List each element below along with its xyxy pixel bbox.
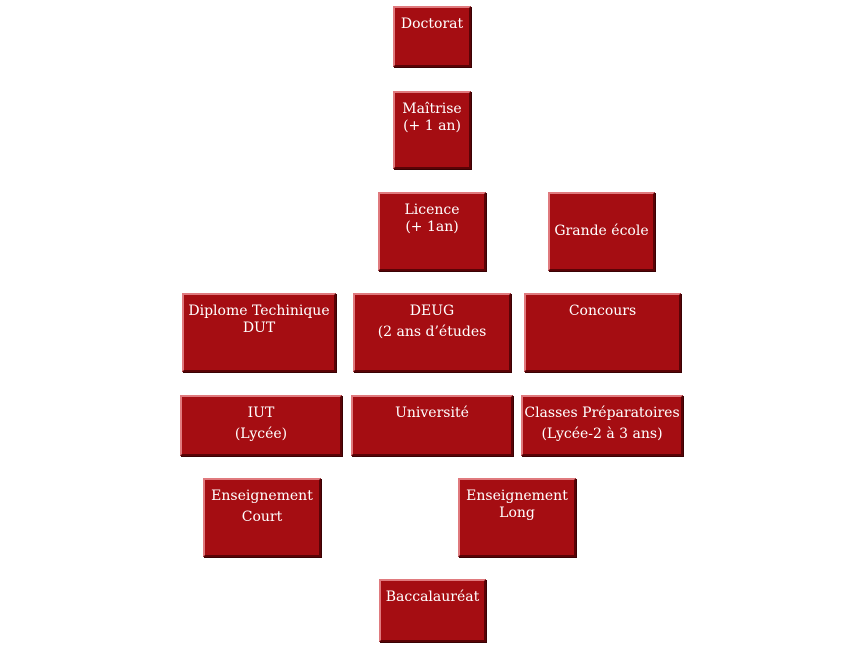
- node-iut-label: IUT: [247, 405, 275, 421]
- node-maitrise: Maîtrise (+ 1 an): [393, 91, 471, 169]
- node-deug-duration: (2 ans d’études: [377, 324, 487, 340]
- node-maitrise-duration: (+ 1 an): [403, 118, 461, 134]
- node-baccalaureat-label: Baccalauréat: [385, 589, 480, 605]
- node-deug-label: DEUG: [409, 303, 455, 319]
- node-dut-acronym: DUT: [242, 320, 276, 336]
- node-doctorat-label: Doctorat: [400, 16, 464, 32]
- node-grande-ecole-label: Grande école: [554, 223, 649, 239]
- node-dut-label: Diplome Techinique: [188, 303, 330, 319]
- node-classes-preparatoires-duration: (Lycée-2 à 3 ans): [541, 426, 663, 442]
- node-classes-preparatoires: Classes Préparatoires (Lycée-2 à 3 ans): [521, 395, 683, 456]
- node-licence-label: Licence: [404, 202, 460, 218]
- node-enseignement-long-label: Enseignement: [466, 488, 568, 504]
- node-doctorat: Doctorat: [393, 6, 471, 67]
- node-universite: Université: [351, 395, 513, 456]
- node-enseignement-long: Enseignement Long: [458, 478, 576, 557]
- node-enseignement-court-label: Enseignement: [211, 488, 313, 504]
- node-maitrise-label: Maîtrise: [402, 101, 462, 117]
- node-enseignement-court-type: Court: [241, 509, 283, 525]
- node-concours-label: Concours: [568, 303, 637, 319]
- node-concours: Concours: [524, 293, 681, 372]
- node-licence-duration: (+ 1an): [405, 219, 459, 235]
- node-baccalaureat: Baccalauréat: [379, 579, 486, 642]
- node-deug: DEUG (2 ans d’études: [353, 293, 511, 372]
- node-iut-location: (Lycée): [234, 426, 288, 442]
- node-enseignement-court: Enseignement Court: [203, 478, 321, 557]
- node-dut: Diplome Techinique DUT: [182, 293, 336, 372]
- node-grande-ecole: Grande école: [548, 192, 655, 271]
- node-iut: IUT (Lycée): [180, 395, 342, 456]
- node-enseignement-long-type: Long: [499, 505, 535, 521]
- node-universite-label: Université: [395, 405, 469, 421]
- node-classes-preparatoires-label: Classes Préparatoires: [524, 405, 680, 421]
- node-licence: Licence (+ 1an): [378, 192, 486, 271]
